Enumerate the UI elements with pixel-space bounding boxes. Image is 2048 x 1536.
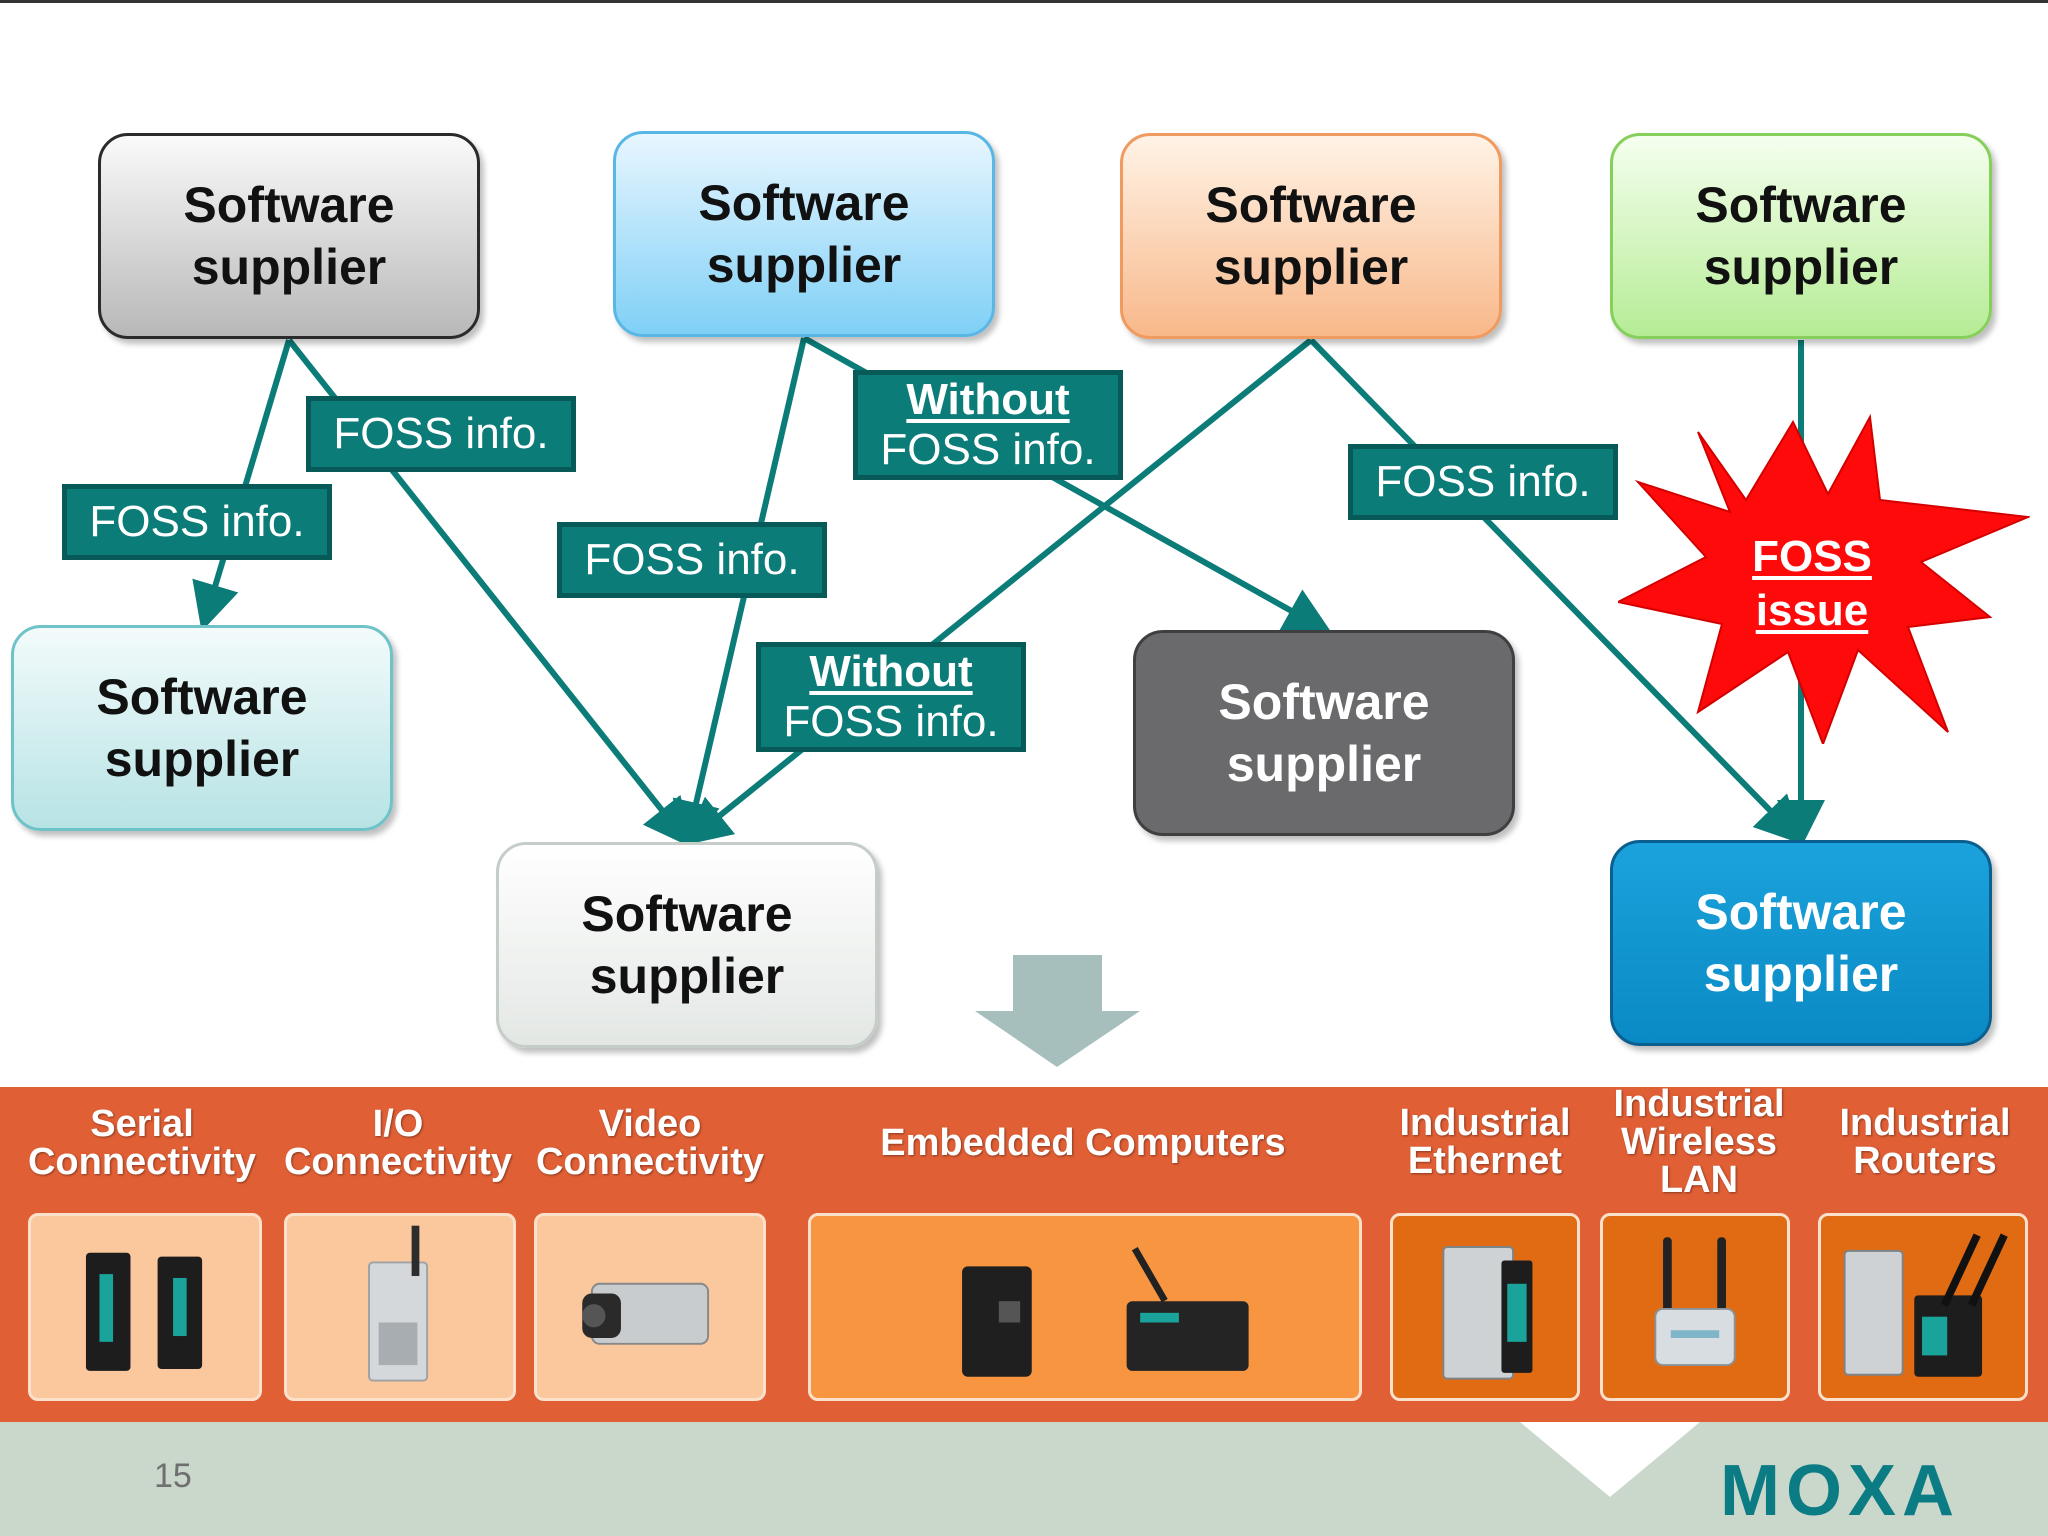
footer-bar bbox=[0, 1422, 2048, 1536]
serial-device-icon bbox=[85, 1252, 203, 1371]
footer-notch bbox=[1520, 1422, 1700, 1497]
product-tile-video bbox=[534, 1213, 766, 1401]
camera-icon bbox=[582, 1282, 710, 1345]
label-foss-info-3: FOSS info. bbox=[557, 522, 827, 598]
page-number: 15 bbox=[154, 1457, 192, 1495]
top-rule bbox=[0, 0, 2048, 3]
embedded-computer-icon bbox=[962, 1246, 1249, 1377]
router-icon bbox=[1843, 1233, 2008, 1377]
category-io-connectivity: I/O Connectivity bbox=[283, 1103, 513, 1183]
io-device-icon bbox=[368, 1225, 429, 1382]
supplier-box-orange: Software supplier bbox=[1120, 133, 1502, 339]
foss-issue-label: FOSS issue bbox=[1752, 532, 1872, 635]
connector-orange-to-cyan bbox=[1308, 337, 1804, 845]
supplier-box-white: Software supplier bbox=[496, 842, 878, 1048]
label-without-foss-info-1: Without FOSS info. bbox=[853, 370, 1123, 480]
connector-orange-to-white bbox=[682, 337, 1313, 846]
category-embedded-computers: Embedded Computers bbox=[880, 1122, 1286, 1164]
product-tile-ethernet bbox=[1390, 1213, 1580, 1401]
product-tile-io bbox=[284, 1213, 516, 1401]
supplier-box-dark: Software supplier bbox=[1133, 630, 1515, 836]
label-foss-info-2: FOSS info. bbox=[62, 484, 332, 560]
connector-gray-to-teal bbox=[192, 339, 292, 632]
category-serial-connectivity: Serial Connectivity bbox=[27, 1103, 257, 1183]
label-without-foss-info-2: Without FOSS info. bbox=[756, 642, 1026, 752]
moxa-logo: MOXA bbox=[1720, 1451, 1960, 1531]
category-industrial-wireless-lan: Industrial Wireless LAN bbox=[1613, 1083, 1785, 1201]
category-industrial-routers: Industrial Routers bbox=[1839, 1102, 2011, 1182]
product-tile-wireless bbox=[1600, 1213, 1790, 1401]
product-tile-serial bbox=[28, 1213, 262, 1401]
access-point-icon bbox=[1654, 1237, 1736, 1367]
down-arrow-icon bbox=[975, 955, 1140, 1067]
category-industrial-ethernet: Industrial Ethernet bbox=[1399, 1102, 1571, 1182]
supplier-box-green: Software supplier bbox=[1610, 133, 1992, 339]
switch-icon bbox=[1442, 1246, 1533, 1380]
supplier-box-gray: Software supplier bbox=[98, 133, 480, 339]
product-tile-routers bbox=[1818, 1213, 2028, 1401]
label-foss-info-1: FOSS info. bbox=[306, 396, 576, 472]
label-foss-info-4: FOSS info. bbox=[1348, 444, 1618, 520]
category-video-connectivity: Video Connectivity bbox=[535, 1103, 765, 1183]
supplier-box-cyan: Software supplier bbox=[1610, 840, 1992, 1046]
product-tile-embedded bbox=[808, 1213, 1362, 1401]
supplier-box-blue: Software supplier bbox=[613, 131, 995, 337]
foss-issue-burst bbox=[1618, 413, 2030, 744]
supplier-box-teal: Software supplier bbox=[11, 625, 393, 831]
